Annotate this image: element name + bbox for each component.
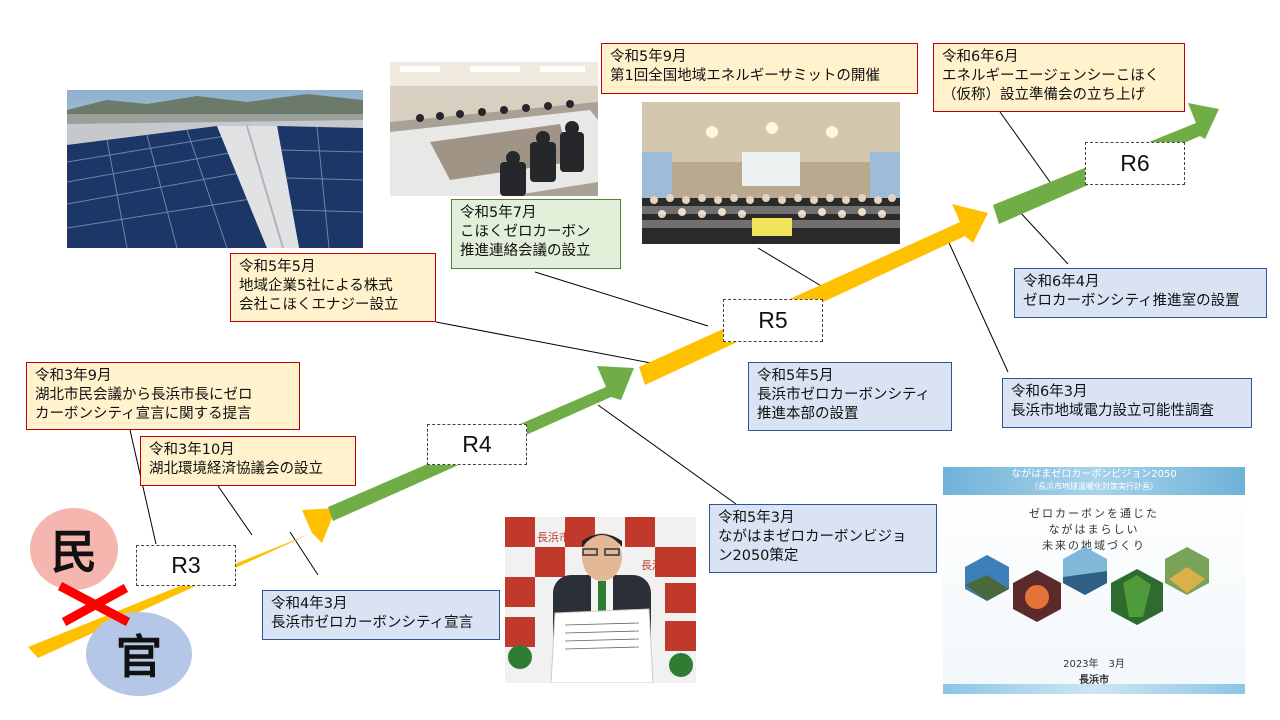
event-r3-oct: 令和3年10月 湖北環境経済協議会の設立 xyxy=(140,436,356,486)
event-r4-mar: 令和4年3月 長浜市ゼロカーボンシティ宣言 xyxy=(262,590,500,640)
phase-label-r3: R3 xyxy=(136,545,236,586)
meeting-photo xyxy=(390,62,598,196)
svg-text:長浜市: 長浜市 xyxy=(537,530,570,544)
phase-label-r5: R5 xyxy=(723,299,823,342)
kan-circle: 官 xyxy=(86,612,192,696)
event-r6-mar: 令和6年3月 長浜市地域電力設立可能性調査 xyxy=(1002,378,1252,428)
event-r5-jul: 令和5年7月 こほくゼロカーボン 推進連絡会議の設立 xyxy=(451,199,621,269)
event-r5-may-company: 令和5年5月 地域企業5社による株式 会社こほくエナジー設立 xyxy=(230,253,436,322)
event-r5-mar: 令和5年3月 ながはまゼロカーボンビジョ ン2050策定 xyxy=(709,504,937,573)
event-r5-may-hq: 令和5年5月 長浜市ゼロカーボンシティ 推進本部の設置 xyxy=(748,362,952,431)
svg-text:長浜市: 長浜市 xyxy=(641,558,674,572)
solar-panel-photo xyxy=(67,90,363,248)
cover-hexagon-photos xyxy=(965,547,1209,625)
leader-lines xyxy=(129,111,1069,576)
phase-label-r6: R6 xyxy=(1085,142,1185,185)
vision-cover: ながはまゼロカーボンビジョン2050 （長浜市地球温暖化対策実行計画） ゼロカー… xyxy=(943,467,1245,694)
event-r3-sep: 令和3年9月 湖北市民会議から長浜市長にゼロ カーボンシティ宣言に関する提言 xyxy=(26,362,300,430)
cover-footer-band xyxy=(943,684,1245,694)
event-r6-apr: 令和6年4月 ゼロカーボンシティ推進室の設置 xyxy=(1014,268,1267,318)
cover-city-logo: 長浜市 xyxy=(1079,675,1109,686)
phase-label-r4: R4 xyxy=(427,424,527,465)
cover-title-band: ながはまゼロカーボンビジョン2050 （長浜市地球温暖化対策実行計画） xyxy=(943,467,1245,495)
mayor-photo: 長浜市 長浜市 xyxy=(505,517,696,683)
event-r5-sep: 令和5年9月 第1回全国地域エネルギーサミットの開催 xyxy=(601,43,918,94)
summit-photo xyxy=(642,102,900,244)
min-circle: 民 xyxy=(30,508,118,590)
event-r6-jun: 令和6年6月 エネルギーエージェンシーこほく （仮称）設立準備会の立ち上げ xyxy=(933,43,1185,112)
